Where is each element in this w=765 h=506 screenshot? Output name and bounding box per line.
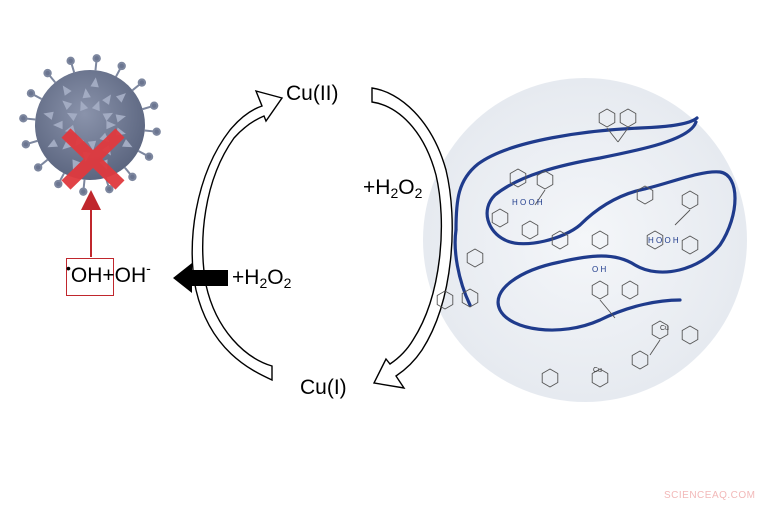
- h2o2-tag-2: H O O H: [648, 236, 679, 245]
- oh-tag: O H: [592, 265, 606, 274]
- cu-tag: Cu: [593, 367, 602, 374]
- h2o2-label-top: +H2O2: [363, 176, 423, 201]
- radical-highlight-box: [66, 258, 114, 296]
- cross-icon: [61, 128, 125, 190]
- h2o2-label-left: +H2O2: [232, 266, 292, 291]
- cu-complex-group: [436, 108, 699, 388]
- cu-tag-2: Cu: [660, 325, 669, 332]
- cu-i-label: Cu(I): [300, 376, 347, 399]
- reaction-arrow: [173, 263, 228, 293]
- cu-ii-label: Cu(II): [286, 82, 339, 105]
- h2o2-tag-1: H O O H: [512, 198, 543, 207]
- polymer-chain-tail: [453, 228, 472, 307]
- hydroxyl-products: •OH+OH-: [66, 260, 151, 287]
- polymer-chain: [454, 116, 737, 332]
- cycle-arrow-left: [191, 89, 284, 382]
- polymer-particle-disk: [423, 78, 747, 402]
- cycle-arrow-right: [371, 87, 453, 389]
- virus-icon: [19, 54, 161, 196]
- watermark: SCIENCEAQ.COM: [664, 490, 756, 501]
